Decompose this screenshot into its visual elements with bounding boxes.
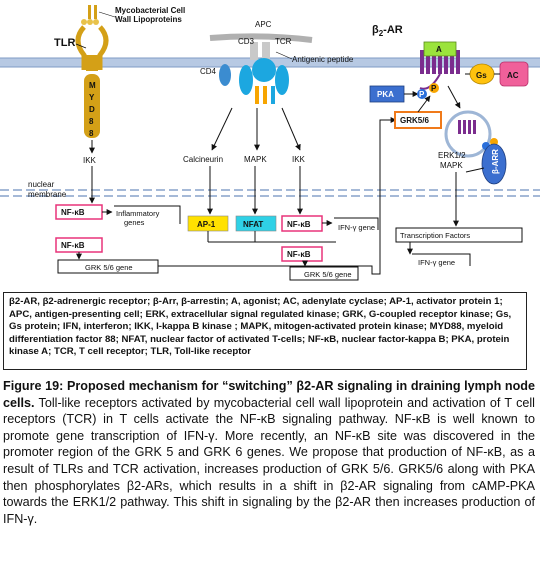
ifng-gene-mid-label: IFN-γ gene xyxy=(338,223,375,232)
myd88-letter-8a: 8 xyxy=(89,117,94,126)
tlr-receptor-icon xyxy=(75,25,109,71)
nfat-box xyxy=(235,215,277,232)
transcription-factors-box xyxy=(395,227,523,243)
myd88-letter-y: Y xyxy=(89,93,95,102)
pathway-diagram: nuclear membrane Mycobacterial Cell Wall… xyxy=(0,5,540,281)
agonist-a-box xyxy=(423,41,457,57)
phosphate-grk-label: P xyxy=(431,84,437,93)
mycobacterial-pointer xyxy=(98,11,116,18)
ac-label: AC xyxy=(507,71,519,80)
ifng-gene-right-label: IFN-γ gene xyxy=(418,258,455,267)
grk56-gene-left-label: GRK 5/6 gene xyxy=(85,263,133,272)
transcription-factors-label: Transcription Factors xyxy=(400,231,470,240)
receptor-internalization-arrow xyxy=(447,85,461,109)
gs-label: Gs xyxy=(476,71,487,80)
grk-to-phosphate-arrow xyxy=(417,95,431,113)
cd3-label: CD3 xyxy=(238,37,255,46)
mycobacterial-label-1: Mycobacterial Cell xyxy=(115,6,185,15)
tcr-complex-icon xyxy=(219,42,289,104)
myd88-letter-d: D xyxy=(89,105,95,114)
ifng-gene-bracket-mid xyxy=(334,217,379,230)
tlr-pointer xyxy=(75,43,87,49)
caption-body: Toll-like receptors activated by mycobac… xyxy=(3,395,535,526)
mycobacterial-lipoprotein-icon xyxy=(81,5,99,25)
figure-caption: Figure 19: Proposed mechanism for “switc… xyxy=(3,378,535,527)
arrestin-to-erk-link xyxy=(465,167,485,173)
internalized-receptor-icon xyxy=(444,110,492,158)
phosphate-grk-icon xyxy=(429,83,439,93)
antigenic-peptide-label: Antigenic peptide xyxy=(292,55,354,64)
grk-gene-to-protein-path xyxy=(158,117,397,275)
apc-label: APC xyxy=(255,20,272,29)
inflammatory-label-1: Inflammatory xyxy=(116,209,160,218)
abbreviation-legend: β2-AR, β2-adrenergic receptor; β-Arr, β-… xyxy=(3,292,527,370)
grk56-label: GRK5/6 xyxy=(400,116,429,125)
ifng-gene-bracket-right xyxy=(412,253,471,266)
myd88-letter-m: M xyxy=(89,81,96,90)
nuclear-label: nuclear xyxy=(28,180,55,189)
inflammatory-gene-bracket xyxy=(114,205,181,224)
beta-arrestin-label: β-ARR xyxy=(491,149,500,174)
inflammatory-label-2: genes xyxy=(124,218,145,227)
peptide-pointer xyxy=(275,51,293,60)
agonist-a-label: A xyxy=(436,45,442,54)
tcr-to-ikk-arrow xyxy=(281,107,301,151)
grk56-gene-box-mid xyxy=(289,266,359,281)
tcr-to-calcineurin-arrow xyxy=(211,107,233,151)
nfat-label: NFAT xyxy=(243,220,263,229)
calcineurin-label: Calcineurin xyxy=(183,155,223,164)
pka-label: PKA xyxy=(377,90,394,99)
nfkb-left-label: NF-κB xyxy=(61,208,85,217)
b2ar-label: β2-AR xyxy=(372,24,403,38)
erk-label-2: MAPK xyxy=(440,161,463,170)
phosphate-pka-label: P xyxy=(419,90,425,99)
grk56-gene-mid-label: GRK 5/6 gene xyxy=(304,270,352,279)
myd88-adapter-icon xyxy=(84,74,100,138)
myd88-letter-8b: 8 xyxy=(89,129,94,138)
caption-title: Figure 19: Proposed mechanism for “switc… xyxy=(3,379,535,410)
ikk-left-label: IKK xyxy=(83,156,97,165)
nuclear-membrane-line xyxy=(0,189,540,197)
ap1-label: AP-1 xyxy=(197,220,216,229)
ikk-mid-label: IKK xyxy=(292,155,306,164)
beta-arrestin-icon xyxy=(481,143,507,185)
erk-label-1: ERK1/2 xyxy=(438,151,466,160)
mycobacterial-label-2: Wall Lipoproteins xyxy=(115,15,182,24)
tlr-label: TLR xyxy=(54,37,75,49)
nfkb-mid-label: NF-κB xyxy=(287,220,311,229)
nfkb-left-lower-label: NF-κB xyxy=(61,241,85,250)
mapk-mid-label: MAPK xyxy=(244,155,267,164)
tcr-label: TCR xyxy=(275,37,292,46)
apc-cell-icon xyxy=(209,33,313,43)
cd4-label: CD4 xyxy=(200,67,217,76)
membrane-label: membrane xyxy=(28,190,67,199)
nfkb-mid-lower-label: NF-κB xyxy=(287,250,311,259)
